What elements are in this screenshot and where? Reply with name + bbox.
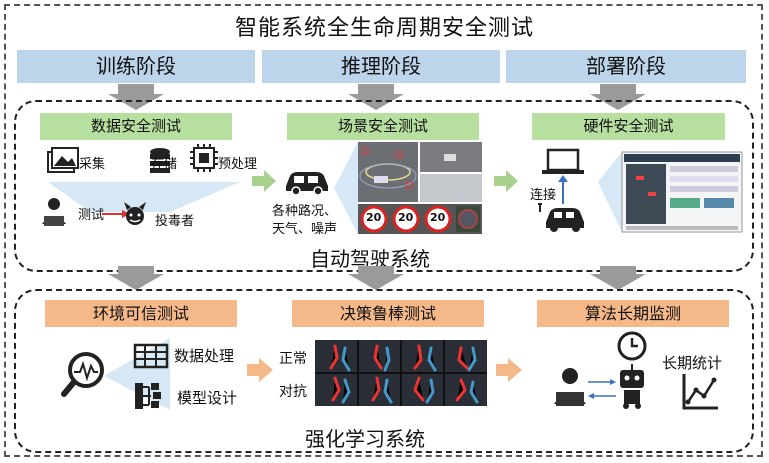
page-title: 智能系统全生命周期安全测试	[234, 16, 534, 41]
down-arrow-icon	[348, 266, 404, 290]
road-conditions-label: 各种路况、	[272, 204, 338, 219]
robot-sim-frames	[315, 340, 487, 406]
attacker-label: 投毒者	[155, 214, 195, 229]
collect-label: 采集	[79, 157, 106, 172]
model-structure-icon	[135, 383, 161, 409]
decision-robust-test-box: 决策鲁棒测试	[292, 300, 484, 327]
stage-deployment: 部署阶段	[506, 50, 746, 83]
magnifier-chart-icon	[61, 352, 104, 397]
outer-frame	[4, 4, 763, 457]
env-trust-test-box: 环境可信测试	[45, 300, 237, 327]
rl-section	[14, 289, 754, 453]
data-security-test-box: 数据安全测试	[40, 113, 232, 140]
hardware-security-test-box: 硬件安全测试	[532, 113, 725, 140]
green-arrow-icon	[252, 170, 276, 192]
line-chart-icon	[682, 374, 718, 410]
laptop-icon	[542, 148, 584, 174]
normal-label: 正常	[279, 351, 307, 367]
store-label: 存储	[151, 157, 178, 172]
fog-road-image	[420, 174, 482, 202]
clock-icon	[617, 331, 647, 361]
down-arrow-icon	[590, 266, 646, 290]
down-arrow-icon	[348, 84, 404, 110]
section-down-arrows	[108, 266, 646, 290]
sign-value-1: 20	[366, 211, 382, 224]
connect-label: 连接	[530, 188, 557, 203]
hardware-panel	[538, 148, 743, 233]
preprocess-label: 预处理	[218, 157, 258, 172]
database-icon	[150, 148, 170, 173]
orange-arrow-icon	[496, 358, 522, 382]
robot-icon	[620, 364, 644, 409]
model-design-label: 模型设计	[177, 389, 238, 407]
test-label: 测试	[78, 208, 105, 223]
attacker-devil-icon	[124, 202, 146, 225]
down-arrow-icon	[590, 84, 646, 110]
scene-images	[334, 142, 482, 234]
stage-inference: 推理阶段	[262, 50, 500, 83]
stage-down-arrows	[108, 84, 646, 110]
car-icon	[286, 172, 328, 196]
road-scene-image	[358, 142, 418, 202]
orange-arrow-icon	[247, 358, 273, 382]
weather-noise-label: 天气、噪声	[272, 222, 338, 237]
stage-training: 训练阶段	[17, 50, 255, 83]
sign-value-3: 20	[430, 211, 446, 224]
data-processing-label: 数据处理	[174, 347, 235, 365]
electric-car-icon	[538, 203, 584, 232]
user-laptop-icon	[42, 198, 66, 226]
data-security-panel	[42, 144, 240, 226]
scene-security-test-box: 场景安全测试	[287, 113, 479, 140]
down-arrow-icon	[108, 266, 164, 290]
chip-icon	[190, 144, 218, 172]
longterm-monitor-box: 算法长期监测	[537, 300, 729, 327]
user-laptop-icon	[554, 368, 586, 406]
green-arrow-icon	[494, 170, 518, 192]
table-icon	[133, 343, 169, 369]
down-arrow-icon	[108, 84, 164, 110]
adversarial-label: 对抗	[279, 384, 307, 400]
sign-value-2: 20	[398, 211, 414, 224]
monitor-panel	[554, 331, 718, 410]
rl-system-label: 强化学习系统	[305, 427, 425, 451]
picture-icon	[47, 147, 79, 173]
longterm-stats-label: 长期统计	[662, 354, 723, 372]
